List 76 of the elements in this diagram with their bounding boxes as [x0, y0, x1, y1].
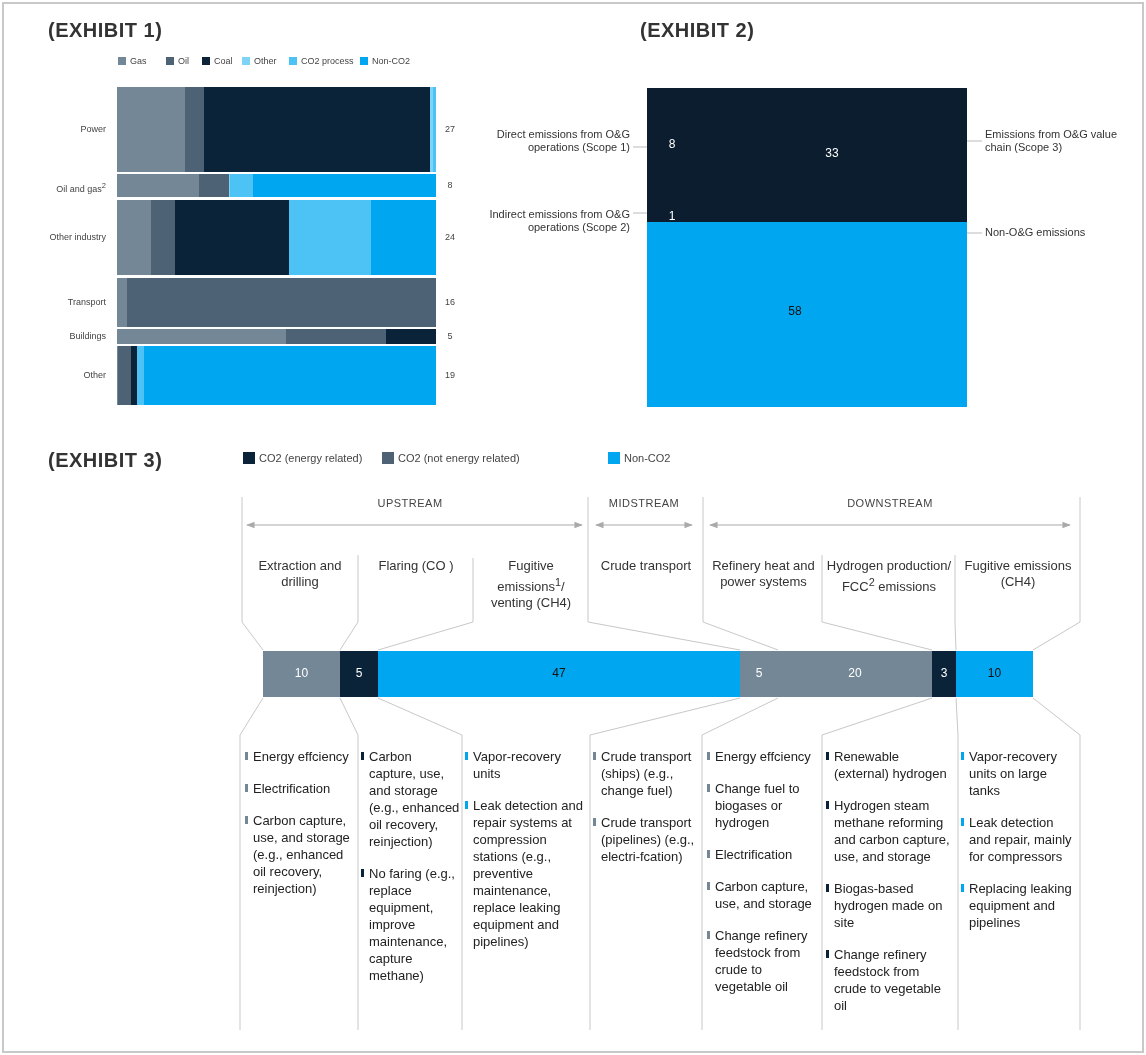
- category-label: Other industry: [48, 230, 106, 244]
- category-label: Transport: [66, 295, 106, 309]
- measure-text: Change fuel to biogases or hydrogen: [715, 781, 800, 830]
- stage-label: Refinery heat and power systems: [711, 558, 816, 590]
- leader-line: [632, 146, 648, 148]
- stage-label: Extraction and drilling: [257, 558, 343, 590]
- segment-value: 47: [551, 667, 567, 680]
- measure-text: No faring (e.g., replace equipment, improve maintenance, capture methane): [369, 866, 455, 983]
- callout-text: Emissions from O&G value chain (Scope 3): [985, 128, 1125, 154]
- chart-block: [647, 222, 967, 407]
- segment-value: 10: [986, 667, 1003, 680]
- segment-value: 8: [667, 137, 677, 151]
- category-label: Power: [79, 122, 106, 136]
- stage-label: Fugitive emissions (CH4): [963, 558, 1073, 590]
- measure-text: Hydrogen steam methane reforming and carbon capture, use, and storage: [834, 798, 950, 864]
- value-label: 24: [444, 230, 456, 244]
- measure-text: Vapor-recovery units: [473, 749, 561, 781]
- segment-value: 3: [939, 667, 949, 680]
- segment-value: 10: [293, 667, 310, 680]
- stream-label: DOWNSTREAM: [846, 497, 934, 510]
- measure-text: Vapor-recovery units on large tanks: [969, 749, 1057, 798]
- value-label: 19: [444, 368, 456, 382]
- callout-text: Direct emissions from O&G operations (Scope 1): [480, 128, 630, 154]
- measure-text: Crude transport (pipelines) (e.g., electri-fcation): [601, 815, 695, 864]
- segment-value: 5: [754, 667, 764, 680]
- measure-text: Carbon capture, use, and storage (e.g., enhanced oil recovery, reinjection): [369, 749, 460, 849]
- stage-label: Flaring (CO ): [377, 558, 455, 574]
- measure-text: Renewable (external) hydrogen: [834, 749, 947, 781]
- value-label: 5: [446, 329, 454, 343]
- measure-text: Electrification: [253, 781, 331, 796]
- stream-label: UPSTREAM: [376, 497, 444, 510]
- measure-text: Carbon capture, use, and storage: [715, 879, 812, 911]
- segment-value: 58: [787, 304, 803, 318]
- legend-label: Oil: [178, 56, 189, 66]
- stage-label: Hydrogen production/ FCC$^{2}$ emissions: [825, 558, 953, 596]
- stage-label: Crude transport: [599, 558, 693, 574]
- measure-text: Replacing leaking equipment and pipelines: [969, 881, 1072, 930]
- measure-text: Electrification: [715, 847, 793, 862]
- segment-value: 20: [847, 667, 863, 680]
- segment-value: 1: [667, 209, 677, 223]
- value-label: 8: [446, 178, 454, 192]
- legend-label: CO2 (not energy related): [398, 452, 520, 464]
- value-label: 27: [444, 122, 456, 136]
- legend-label: Coal: [214, 56, 233, 66]
- measure-text: Leak detection and repair systems at compression stations (e.g., preventive maintenance, replace leaking equipment and pipelines): [473, 798, 583, 949]
- exhibit-title: (EXHIBIT 2): [640, 18, 755, 42]
- callout-text: Non-O&G emissions: [985, 226, 1125, 239]
- category-label: Buildings: [68, 329, 106, 343]
- category-label: Oil and gas$^{2}$: [55, 179, 106, 196]
- legend-label: Other: [254, 56, 277, 66]
- stream-label: MIDSTREAM: [607, 497, 681, 510]
- measure-text: Change refinery feedstock from crude to vegetable oil: [834, 947, 941, 1013]
- measure-text: Energy effciency: [253, 749, 349, 764]
- legend-label: Gas: [130, 56, 147, 66]
- legend-label: Non-CO2: [624, 452, 671, 464]
- measure-text: Energy effciency: [715, 749, 811, 764]
- leader-line: [966, 140, 983, 142]
- measure-text: Carbon capture, use, and storage (e.g., enhanced oil recovery, reinjection): [253, 813, 350, 896]
- segment-value: 5: [354, 667, 364, 680]
- leader-line: [632, 212, 648, 214]
- callout-text: Indirect emissions from O&G operations (Scope 2): [480, 208, 630, 234]
- measure-text: Crude transport (ships) (e.g., change fuel): [601, 749, 692, 798]
- category-label: Other: [82, 368, 106, 382]
- measure-text: Change refinery feedstock from crude to vegetable oil: [715, 928, 808, 994]
- measure-text: Biogas-based hydrogen made on site: [834, 881, 943, 930]
- stage-label: Fugitive emissions$^{1}$/ venting (CH4): [489, 558, 573, 612]
- legend-label: Non-CO2: [372, 56, 410, 66]
- segment-value: 33: [824, 146, 840, 160]
- exhibit-title: (EXHIBIT 1): [48, 18, 163, 42]
- measure-text: Leak detection and repair, mainly for compressors: [969, 815, 1072, 864]
- legend-label: CO2 (energy related): [259, 452, 363, 464]
- leader-line: [966, 232, 983, 234]
- chart-block: [647, 88, 967, 222]
- exhibit-title: (EXHIBIT 3): [48, 448, 163, 472]
- value-label: 16: [444, 295, 456, 309]
- legend-label: CO2 process: [301, 56, 354, 66]
